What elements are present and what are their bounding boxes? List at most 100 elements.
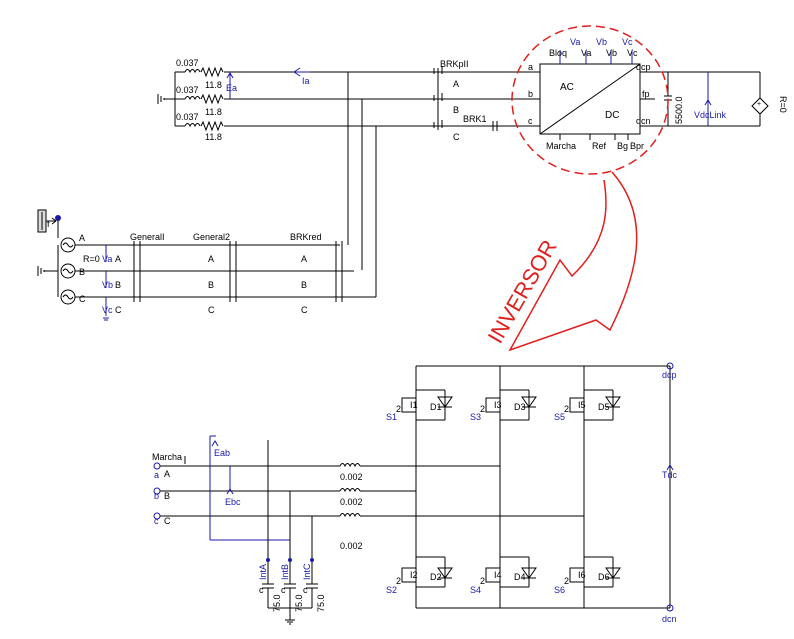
source-vc-phase: C [115,305,122,315]
eab-label: Eab [214,448,230,458]
source-label-a: A [79,233,85,243]
brkred-label: BRKred [290,232,322,242]
grid-line-b [175,93,540,105]
current-intc: IntC [302,563,312,580]
gate-s6: S6 [554,585,565,595]
general1-label: GeneralI [130,232,165,242]
gate-s4-n: 2 [480,576,485,586]
gate-s4: S4 [470,585,481,595]
inversor-label: INVERSOR [483,235,562,347]
inverter-phase-c: C [164,516,171,526]
filter-capacitors: IntA IntB IntC c c c 75.0 75.0 75.0 [258,440,326,625]
switch-i3: I3 [494,400,502,410]
general2-phase-b: B [208,280,214,290]
inverter-phase-a: A [164,469,170,479]
ia-label: Ia [302,76,310,86]
converter-bottom-bpr: Bpr [630,141,644,151]
brkpll-phase-c: C [453,132,460,142]
inverter-phase-b: B [164,491,170,501]
converter-dc: DC [605,110,619,121]
converter-top-vb: Vb [606,48,617,58]
inductance-a: 0.002 [340,472,363,482]
source-phase-c: C [60,289,376,305]
current-inta: IntA [258,564,268,580]
inverter-in-a: a [154,470,159,480]
converter-capacitor: 5500.0 [674,96,684,124]
grid-line-c [175,120,540,132]
grid-x-c: 11.8 [205,132,222,142]
cap-b-value: 75.0 [294,594,304,612]
gate-s6-n: 2 [564,576,569,586]
gate-s1: S1 [386,412,397,422]
grid-r-a: 0.037 [176,58,199,68]
converter-dclink: VdcLink [694,110,727,120]
brkpll-phase-b: B [453,105,459,115]
gate-s2-n: 2 [396,576,401,586]
gate-s2: S2 [386,585,397,595]
voltage-source: f A B C R=0 Va Vb Vc [37,209,376,321]
converter-bottom-bg: Bg [617,141,628,151]
general2-breaker: General2 A B C [193,232,237,315]
diode-d4: D4 [514,572,526,582]
diode-d2: D2 [430,572,442,582]
inductance-c: 0.002 [340,541,363,551]
source-phase-b: B [60,263,354,279]
diode-d6: D6 [598,572,610,582]
brkpll-breaker: BRKpII A B C [433,59,469,142]
source-vc: Vc [102,305,113,315]
cap-b-letter: c [281,585,286,595]
converter-top-vc: Vc [627,48,638,58]
cap-a-value: 75.0 [272,594,282,612]
converter-top-bloq: Bloq [549,48,567,58]
tdc-label: Tdc [662,470,678,480]
converter-port-c: c [528,116,533,126]
inversor-annotation: INVERSOR [483,171,638,352]
brkred-phase-c: C [301,305,308,315]
inverter-circuit: dcp dcn Tdc I1 D1 S1 2 I2 D2 S2 2 [152,362,678,625]
switch-i2: I2 [410,570,418,580]
gate-s3-n: 2 [480,404,485,414]
dcp-label: dcp [662,370,677,380]
general1-breaker: GeneralI [130,232,165,302]
ea-label: Ea [226,83,237,93]
converter-in-vb: Vb [596,37,607,47]
gate-s5-n: 2 [564,404,569,414]
inverter-marcha: Marcha [152,452,182,462]
brk1-breaker: BRK1 [463,114,498,131]
inverter-leg-3: I5 D5 S5 2 I6 D6 S6 2 [554,366,621,608]
general2-phase-c: C [208,305,215,315]
brkred-phase-a: A [301,254,307,264]
diode-d5: D5 [598,402,610,412]
cap-c-value: 75.0 [316,594,326,612]
grid-impedance: 0.037 0.037 0.037 11.8 11.8 11.8 Ea Ia [157,58,540,142]
grid-x-a: 11.8 [205,80,222,90]
diode-d3: D3 [514,402,526,412]
inverter-leg-1: I1 D1 S1 2 I2 D2 S2 2 [386,366,453,608]
grid-line-a [175,66,540,78]
converter-r-label: R=0 [778,96,788,113]
gate-s5: S5 [554,412,565,422]
ebc-label: Ebc [225,497,241,507]
switch-i5: I5 [578,400,586,410]
switch-i6: I6 [578,570,586,580]
source-vb: Vb [102,280,113,290]
converter-plus: + [757,101,761,108]
converter-port-b: b [528,89,533,99]
source-r-label: R=0 [83,254,100,264]
grid-r-c: 0.037 [176,112,199,122]
current-intb: IntB [280,564,290,580]
converter-port-a: a [528,62,533,72]
cap-c-letter: c [303,585,308,595]
converter-port-dcp: dcp [636,62,651,72]
switch-i1: I1 [410,400,418,410]
source-phase-a: A [60,233,340,253]
switch-i4: I4 [494,570,502,580]
converter-in-vc: Vc [622,37,633,47]
source-t-label: f [47,219,50,229]
brkred-phase-b: B [301,280,307,290]
dcn-label: dcn [662,614,677,624]
source-label-b: B [79,267,85,277]
gate-s3: S3 [470,412,481,422]
general2-phase-a: A [208,254,214,264]
brk1-label: BRK1 [463,114,487,124]
